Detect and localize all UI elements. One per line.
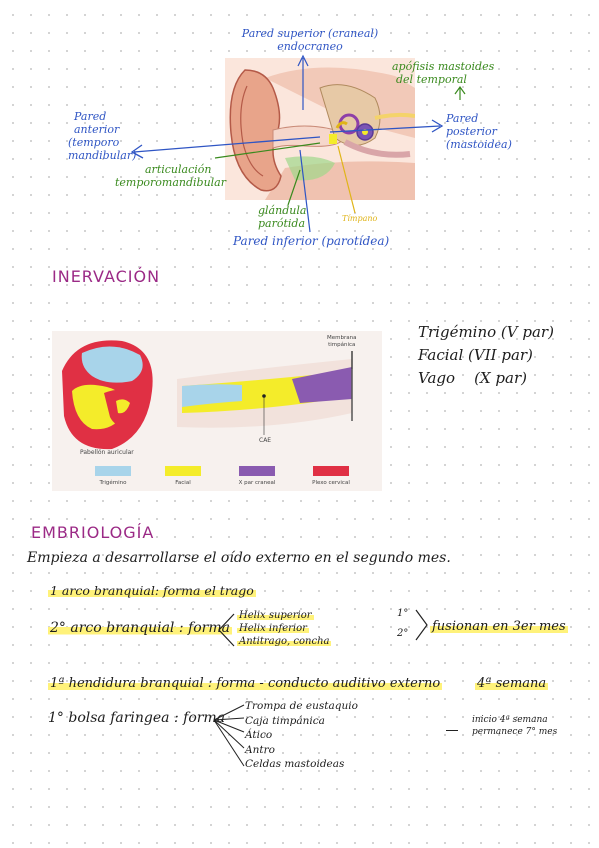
anatomy-arrows — [130, 54, 466, 233]
nerve-item: Facial (VII par) — [418, 346, 533, 364]
pouch-items: Trompa de eustaquio Caja timpánica Ático… — [245, 699, 358, 772]
legend-item-trigeminal: Trigémino — [82, 461, 144, 486]
embryology-heading: EMBRIOLOGÍA — [31, 523, 155, 542]
legend-item-cervical: Plexo cervical — [296, 461, 366, 486]
nerve-item: Trigémino (V par) — [418, 323, 554, 341]
legend-item-facial: Facial — [152, 461, 214, 486]
pouch-item: Ático — [245, 729, 273, 741]
first-arch-line: 1 arco branquial: forma el trago — [48, 583, 256, 598]
second-arch-lead: 2° arco branquial : forma — [48, 620, 232, 636]
legend-swatch — [239, 466, 275, 476]
inferior-wall-label: Pared inferior (parotídea) — [233, 234, 390, 248]
fusion-numbers: 1° 2° — [397, 608, 409, 639]
arch-item: Helix inferior — [237, 623, 309, 634]
arch-item: Helix superior — [237, 610, 314, 621]
second-arch-bracket — [218, 613, 235, 647]
legend-item-vagus: X par craneal — [222, 461, 292, 486]
week-label: 4ª semana — [475, 676, 549, 691]
nerve-list: Trigémino (V par) Facial (VII par) Vago … — [418, 321, 554, 390]
arch-item: Antitrago, concha — [237, 636, 332, 647]
pouch-item: Antro — [245, 743, 275, 756]
parotid-gland-label: glándula parótida — [258, 204, 307, 230]
pouch-timing: inicio 4ª semana permanece 7° mes — [472, 715, 558, 737]
articulation-label: articulación temporomandibular — [115, 163, 226, 189]
legend-swatch — [95, 466, 131, 476]
membrane-label: Membrana timpánica — [327, 335, 357, 348]
pouch-item: Celdas mastoideas — [245, 758, 345, 770]
pouch-item: Trompa de eustaquio — [245, 700, 358, 712]
tympanum-label: Tímpano — [342, 214, 378, 223]
pouch-item: Caja timpánica — [245, 714, 325, 727]
auricle-label: Pabellón auricular — [80, 449, 134, 456]
posterior-wall-label: Pared posterior (mastoidea) — [446, 112, 512, 151]
nerve-item: Vago (X par) — [418, 369, 527, 387]
anterior-wall-label: Pared anterior (temporo mandibular) — [68, 110, 137, 162]
innervation-diagram — [62, 340, 353, 450]
fusion-bracket — [415, 609, 428, 641]
fusion-text: fusionan en 3er mes — [430, 619, 568, 634]
innervation-figure: Membrana timpánica CAE Pabellón auricula… — [52, 331, 382, 491]
first-cleft-line: 1ª hendidura branquial : forma - conduct… — [48, 676, 443, 691]
legend-swatch — [165, 466, 201, 476]
embryology-intro: Empieza a desarrollarse el oído externo … — [27, 550, 451, 566]
legend: Trigémino Facial X par craneal Plexo cer… — [82, 461, 372, 487]
legend-swatch — [313, 466, 349, 476]
pouch-branch-lines — [213, 704, 245, 767]
second-arch-items: Helix superior Helix inferior Antitrago,… — [237, 609, 332, 648]
pouch-dash — [446, 730, 458, 732]
mastoid-label: apófisis mastoides del temporal — [392, 60, 495, 86]
pharyngeal-pouch-lead: 1° bolsa faringea : forma — [48, 710, 226, 726]
superior-wall-label: Pared superior (craneal) endocraneo — [241, 27, 379, 53]
cae-label: CAE — [259, 437, 272, 444]
innervation-heading: INERVACIÓN — [52, 267, 161, 286]
